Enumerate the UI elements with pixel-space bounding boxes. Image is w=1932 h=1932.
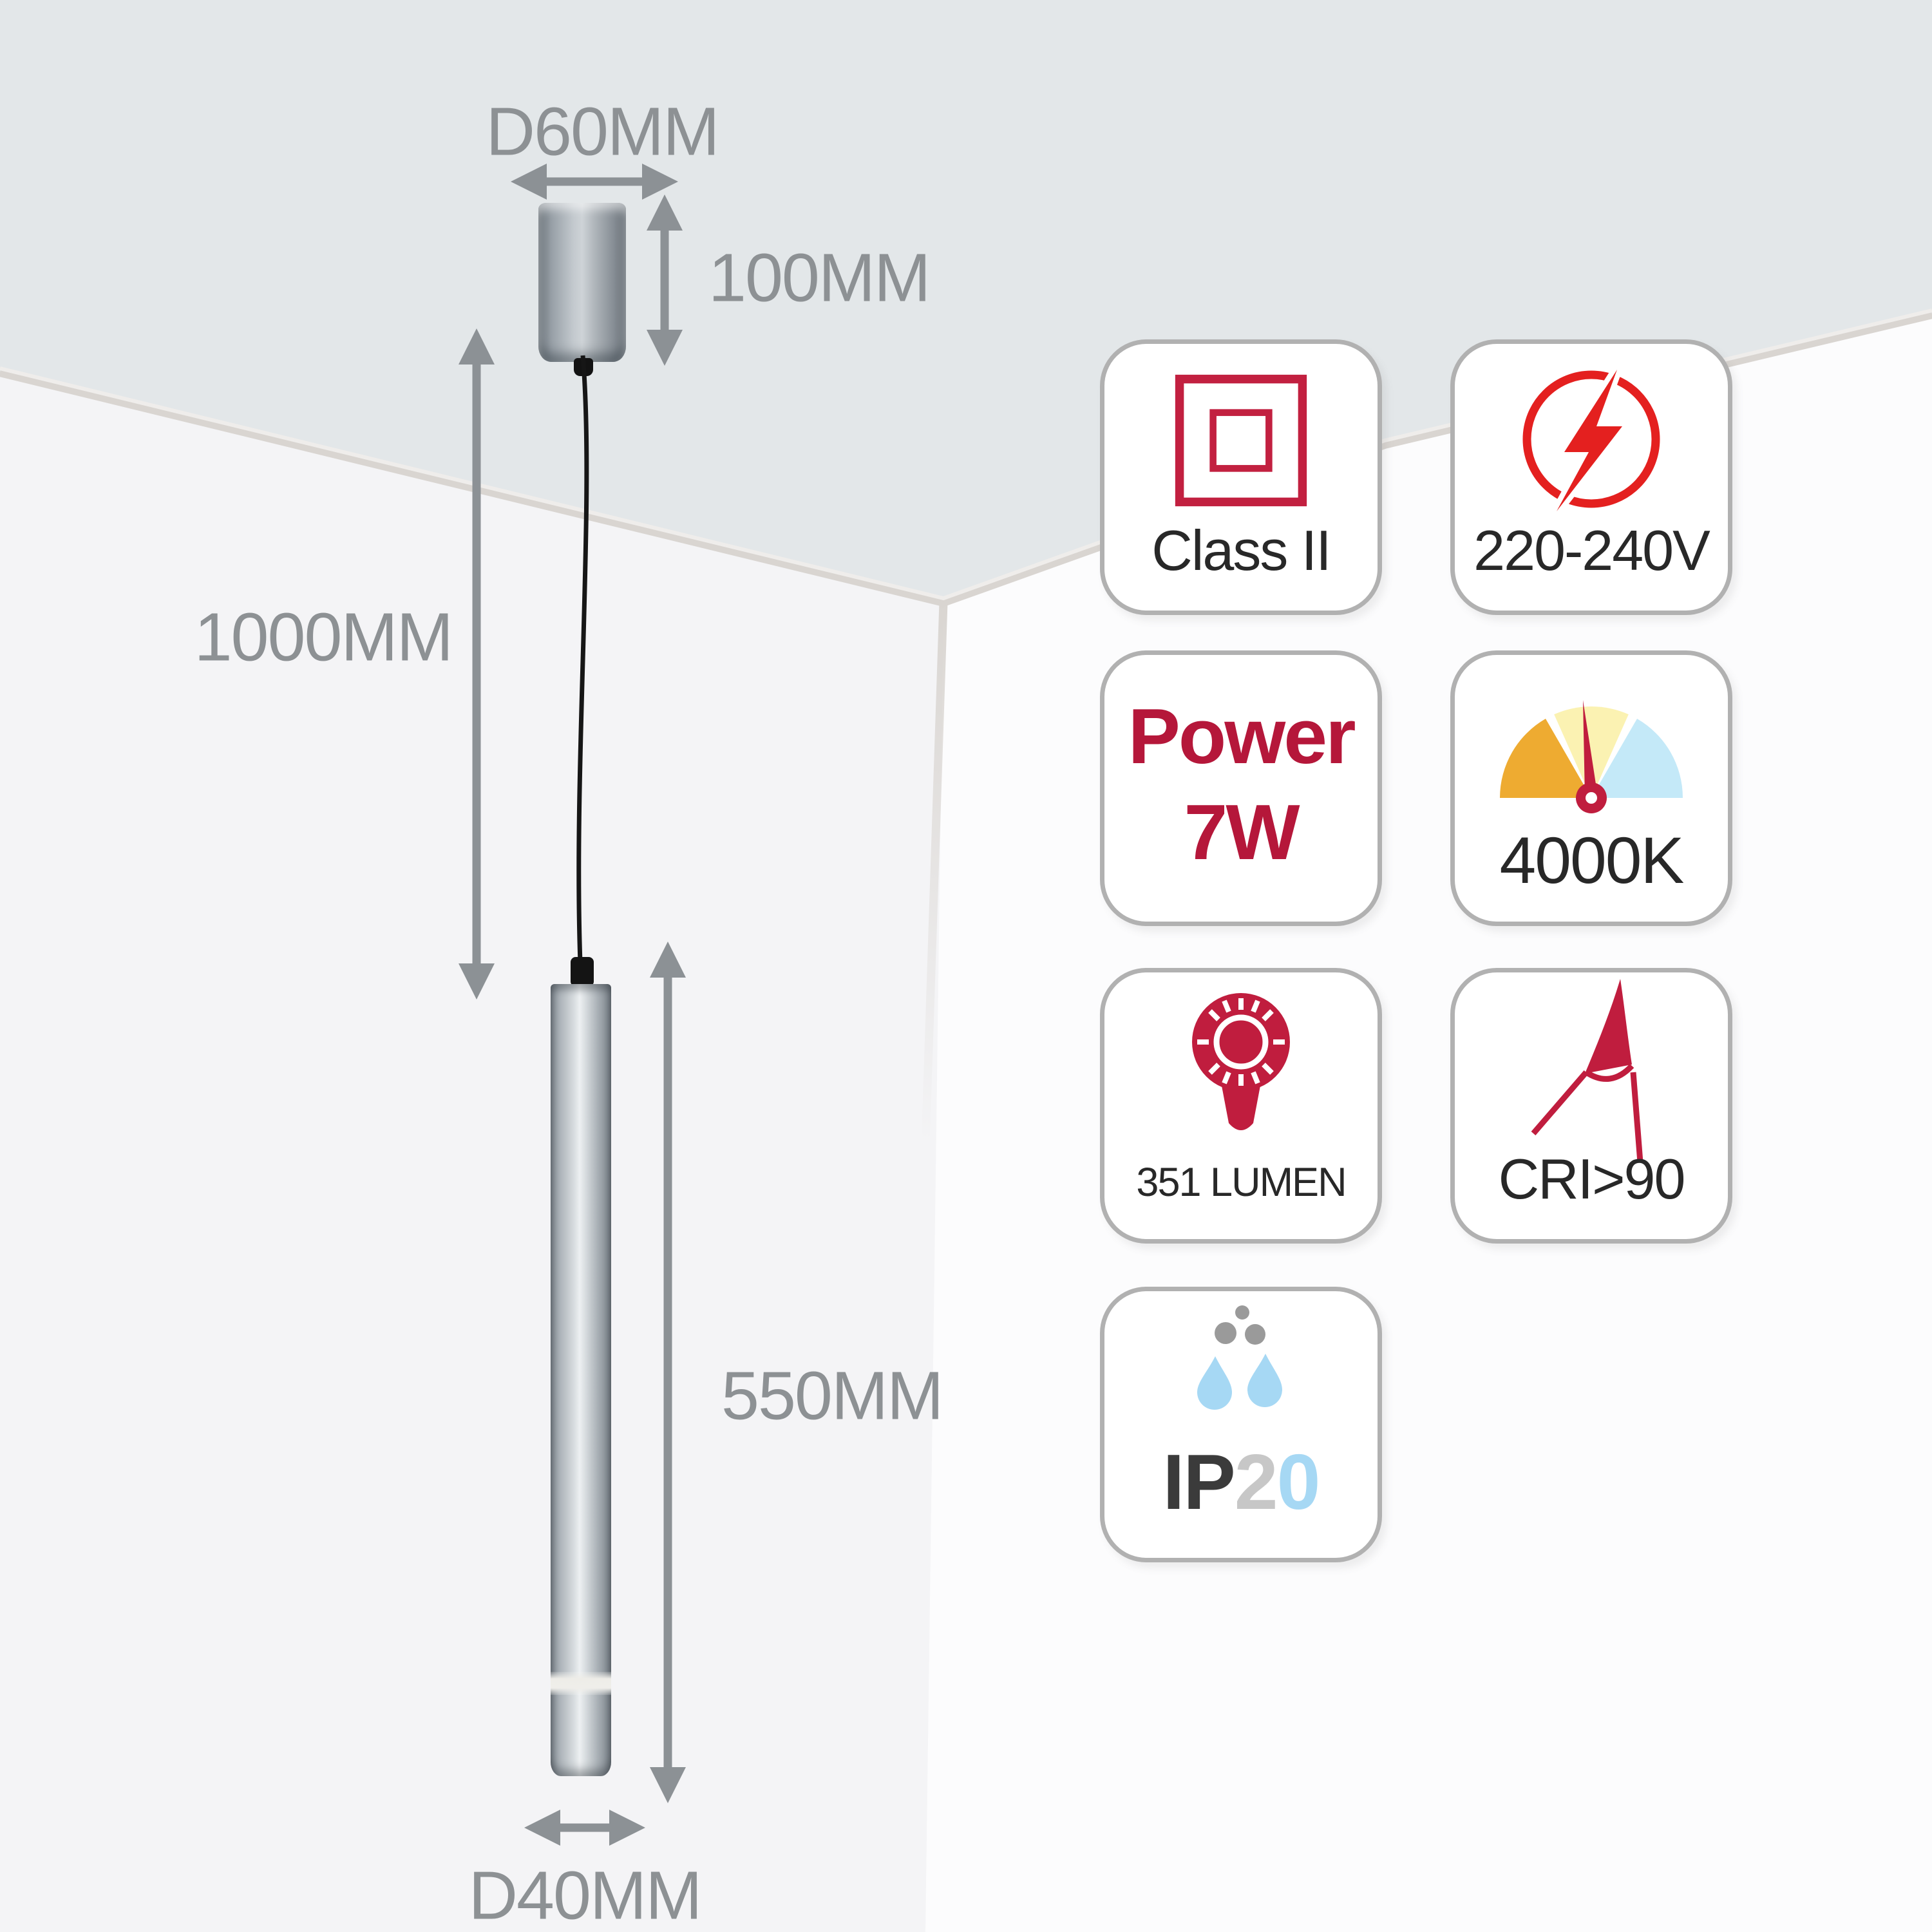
pendant-tube <box>551 984 611 1776</box>
tube-diameter-label: D40MM <box>468 1857 702 1932</box>
badge-class-ii: Class II <box>1100 339 1382 615</box>
badge-lumen-label: 351 LUMEN <box>1136 1160 1347 1205</box>
ceiling-canopy <box>538 203 626 362</box>
cri-needle-icon <box>1455 972 1728 1172</box>
badge-ip-label: IP20 <box>1104 1437 1378 1527</box>
badge-lumen: 351 LUMEN <box>1100 968 1382 1244</box>
color-temperature-gauge-icon <box>1455 655 1728 848</box>
power-word: Power <box>1128 692 1356 780</box>
badge-ip-rating: IP20 <box>1100 1287 1382 1562</box>
badge-class-ii-label: Class II <box>1151 518 1331 582</box>
glowing-bulb-icon <box>1104 972 1378 1159</box>
dust-and-water-drops-icon <box>1104 1291 1378 1452</box>
tube-length-label: 550MM <box>721 1358 943 1434</box>
canopy-diameter-label: D60MM <box>486 93 719 170</box>
arrowhead-right-icon <box>609 1810 645 1846</box>
badge-power: Power 7W <box>1100 650 1382 926</box>
canopy-height-label: 100MM <box>708 240 931 316</box>
power-watts: 7W <box>1184 788 1300 876</box>
badge-cri: CRI>90 <box>1450 968 1732 1244</box>
arrowhead-down-icon <box>650 1767 686 1803</box>
tube-diameter-arrow <box>524 1810 645 1846</box>
badge-voltage-label: 220-240V <box>1473 518 1710 582</box>
badge-voltage: 220-240V <box>1450 339 1732 615</box>
tube-diffuser-band <box>551 1672 611 1695</box>
drop-length-label: 1000MM <box>194 599 453 676</box>
ip-digit-dust: 2 <box>1234 1438 1278 1526</box>
ip-prefix: IP <box>1162 1438 1236 1526</box>
arrowhead-down-icon <box>647 330 683 366</box>
badge-cri-label: CRI>90 <box>1498 1147 1686 1211</box>
ip-digit-water: 0 <box>1276 1438 1321 1526</box>
canopy-height-arrow <box>647 194 683 366</box>
arrowhead-down-icon <box>459 963 495 999</box>
tube-cable-gland <box>571 957 594 987</box>
lightning-bolt-circle-icon <box>1455 344 1728 537</box>
drop-length-arrow <box>459 328 495 999</box>
badge-color-temperature: 4000K <box>1450 650 1732 926</box>
tube-length-arrow <box>650 942 686 1803</box>
badge-color-temperature-label: 4000K <box>1499 824 1685 897</box>
canopy-diameter-arrow <box>511 164 678 200</box>
arrowhead-right-icon <box>642 164 678 200</box>
double-square-insulation-icon <box>1104 344 1378 537</box>
